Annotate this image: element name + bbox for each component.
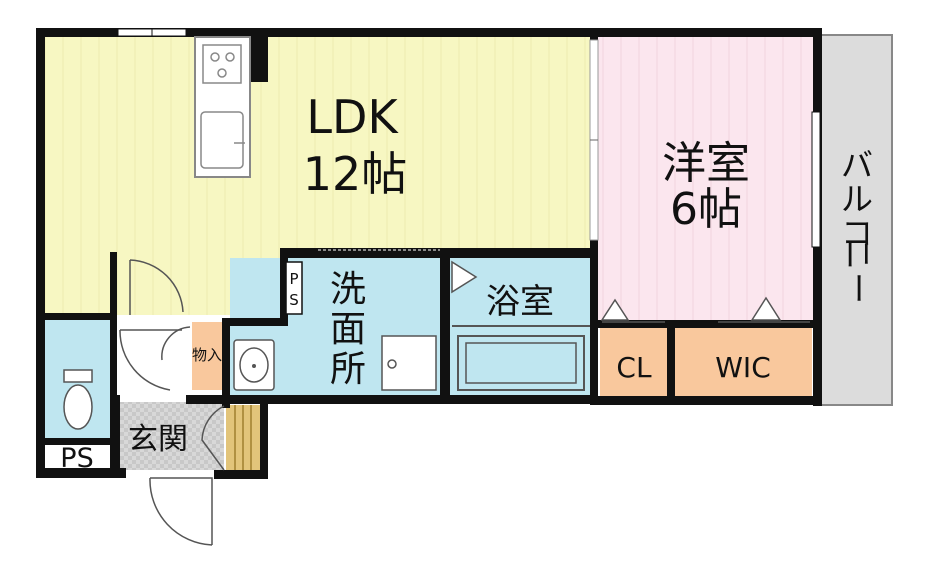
storage-closet xyxy=(192,322,222,390)
shoe-door xyxy=(201,405,225,471)
western-label: 洋室 xyxy=(662,138,750,189)
wic-label: WIC xyxy=(715,351,771,384)
bath-label: 浴室 xyxy=(486,282,554,322)
balcony-label-4: ニ xyxy=(839,238,877,270)
toilet-bowl xyxy=(63,384,93,430)
bathtub xyxy=(457,335,585,391)
inner-door xyxy=(119,329,182,391)
ldk-size-label: 12帖 xyxy=(303,147,408,201)
ps-small-label-s: S xyxy=(289,291,299,309)
cl-closet xyxy=(600,328,668,398)
entrance-label: 玄関 xyxy=(128,422,188,457)
wic-closet xyxy=(674,328,812,398)
washroom-label-2: 面 xyxy=(330,309,366,350)
balcony-label-3: コ xyxy=(841,214,873,252)
washing-machine xyxy=(381,335,437,391)
ldk-label: LDK xyxy=(306,90,399,144)
entrance-door xyxy=(149,477,213,546)
storage-label: 物入 xyxy=(192,346,222,364)
entrance-floor xyxy=(120,402,224,470)
toilet-tank xyxy=(63,369,93,383)
washroom-label-3: 所 xyxy=(330,349,366,390)
balcony-area xyxy=(819,34,893,406)
kitchen-sink xyxy=(200,111,244,169)
cl-label: CL xyxy=(616,351,652,384)
ps-shaft-small xyxy=(285,261,303,315)
balcony-label-5: ー xyxy=(839,272,877,304)
western-size-label: 6帖 xyxy=(670,184,742,235)
ps-small-label-p: P xyxy=(289,270,298,288)
hall-door xyxy=(129,259,184,315)
balcony-label-1: バ xyxy=(841,146,873,184)
balcony-label-2: ル xyxy=(841,180,873,218)
washroom-label-1: 洗 xyxy=(330,269,366,310)
storage-door xyxy=(161,326,191,361)
ps-bottom-label: PS xyxy=(60,443,93,474)
western-room xyxy=(598,35,813,325)
